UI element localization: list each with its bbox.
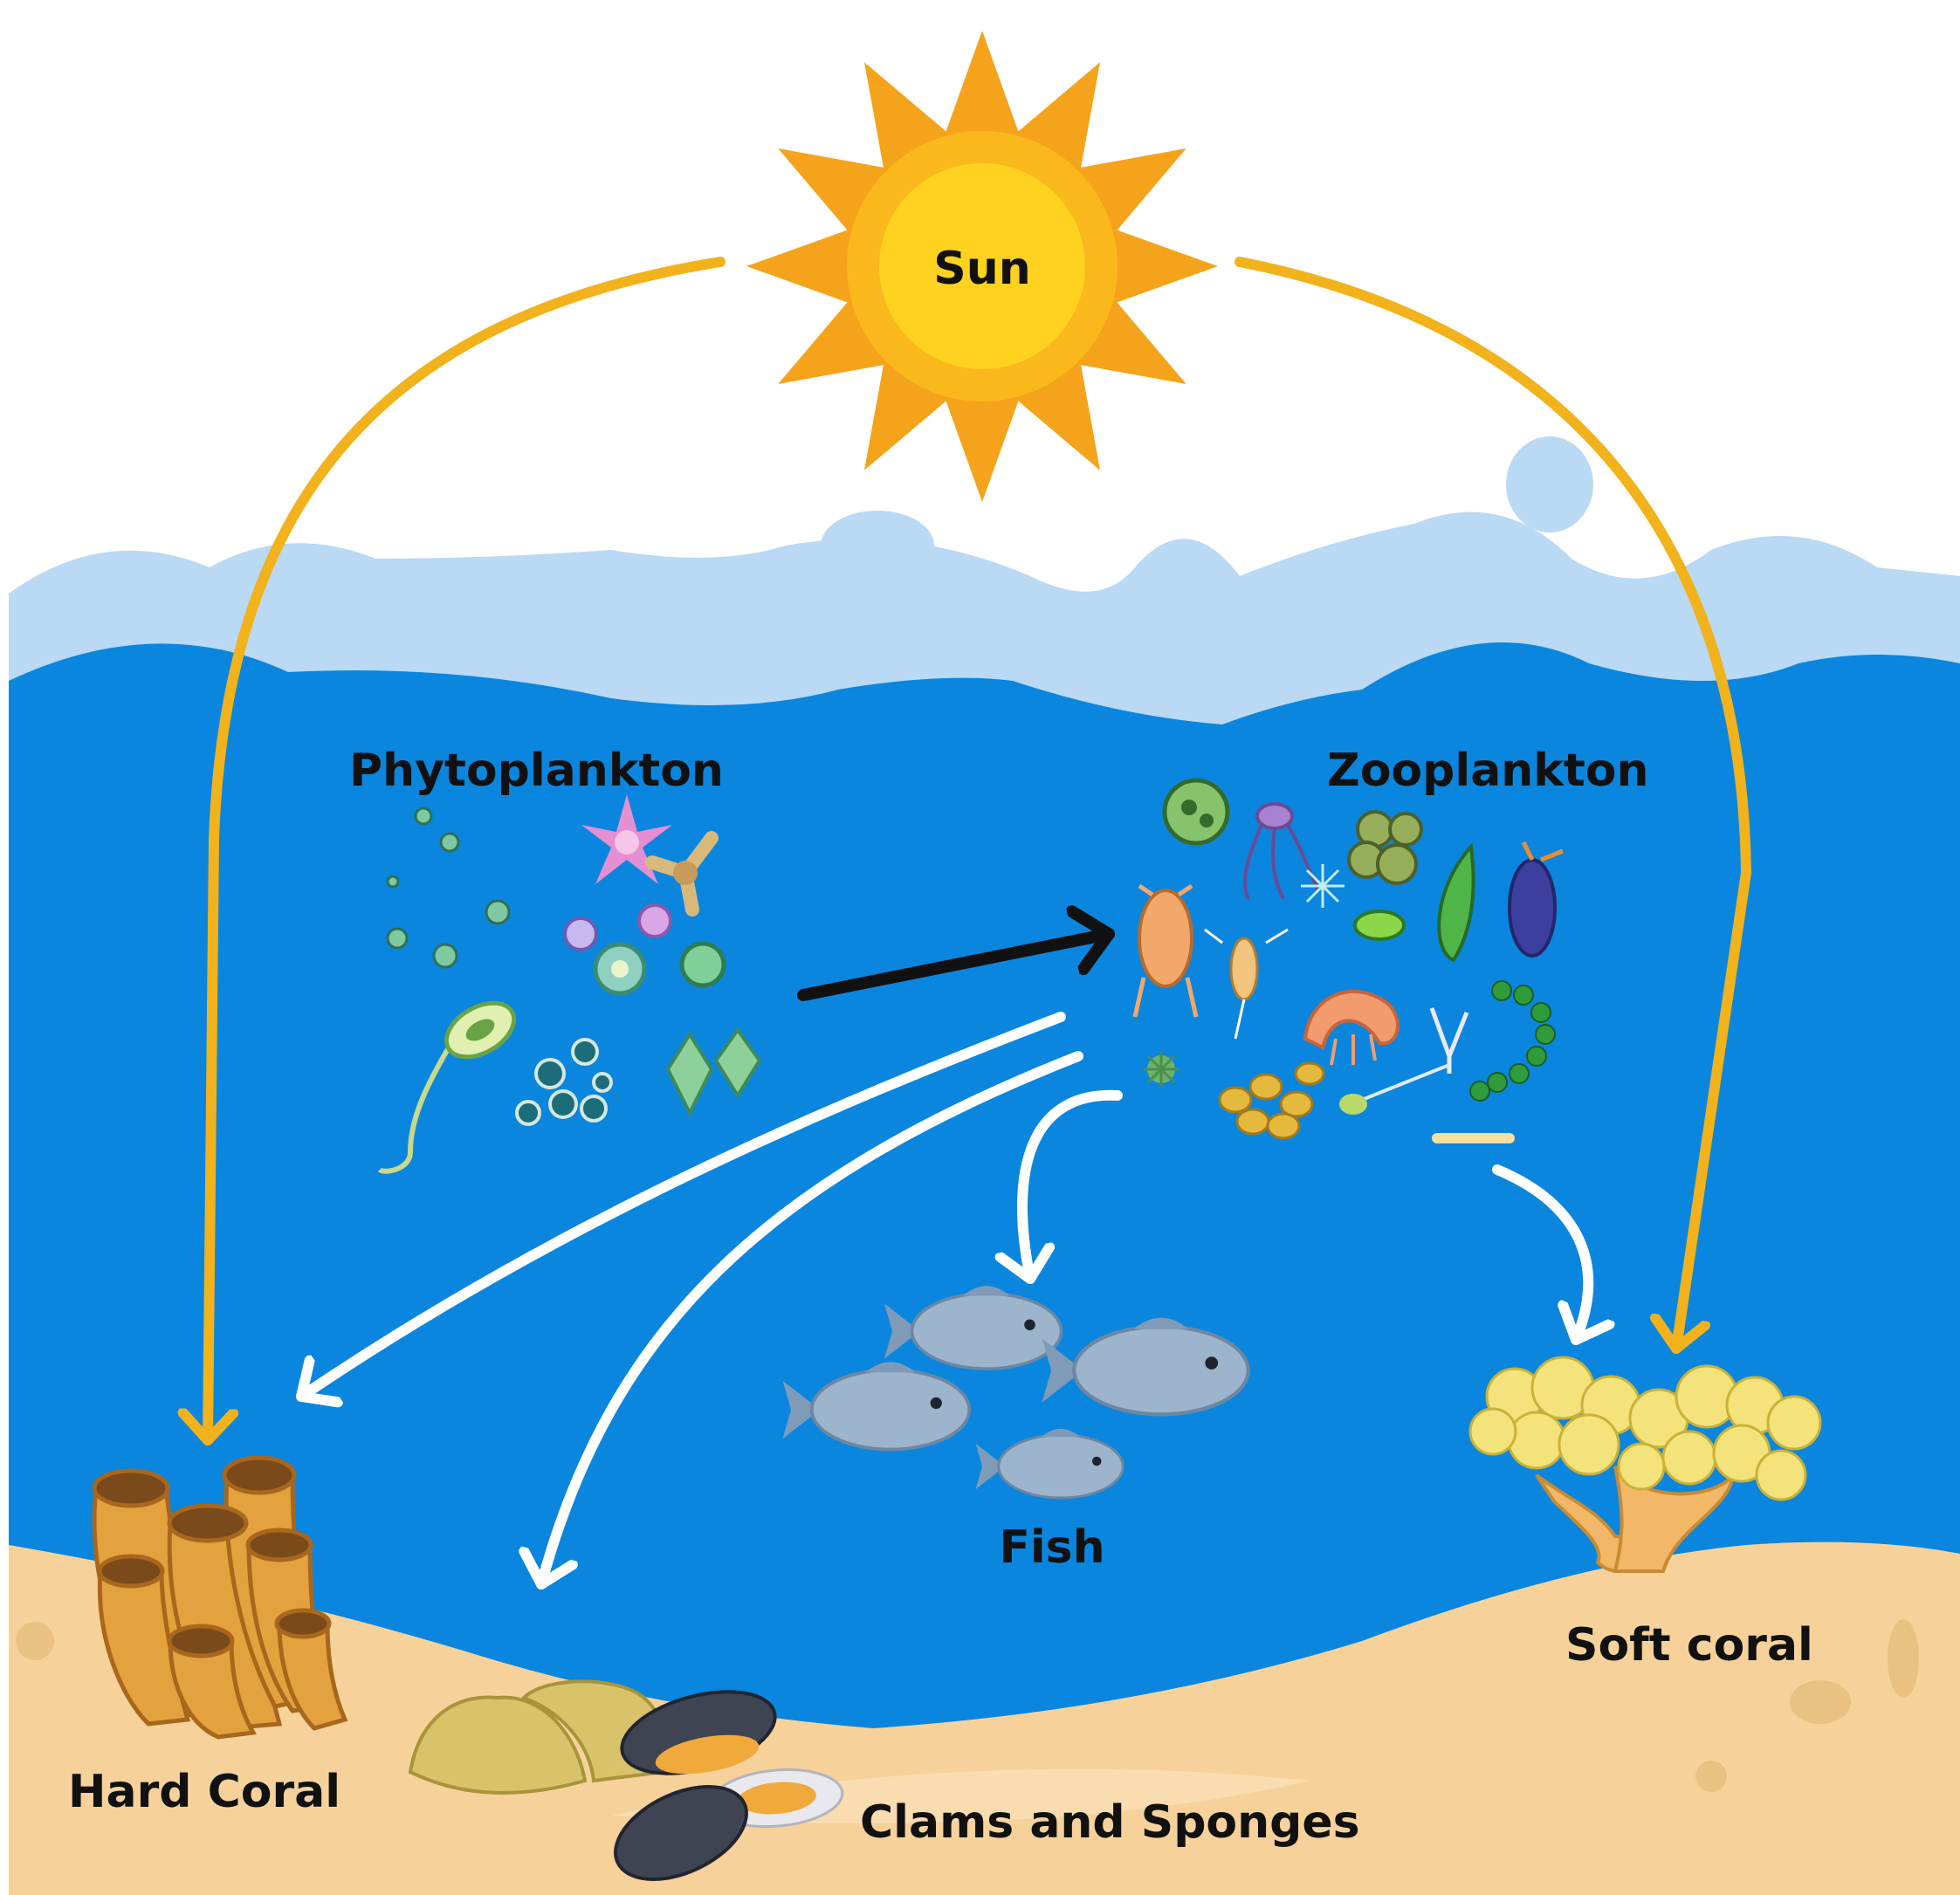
green-alga-ball-icon: [1162, 778, 1230, 846]
fish-icon: [1042, 1317, 1250, 1417]
pink-star-plankton-icon: [581, 794, 672, 884]
urchin-larva-icon: [1144, 1052, 1179, 1087]
disc-diatom-cluster-icon: [515, 1038, 613, 1126]
chain-alga-icon: [1469, 980, 1556, 1102]
fish-label: Fish: [999, 1521, 1104, 1574]
fish-icon: [884, 1286, 1063, 1371]
sand-pebble: [1695, 1761, 1727, 1792]
small-diatom-icon: [386, 807, 511, 969]
shrimp-icon: [1303, 989, 1400, 1066]
arrow-zooplankton-to-fish: [1022, 1089, 1123, 1284]
pennate-diatom-icon: [665, 1026, 762, 1117]
flagellate-plankton-icon: [377, 1000, 517, 1174]
green-ciliate-icon: [1353, 910, 1406, 941]
fish-school: [782, 1286, 1250, 1500]
sand-pebble: [1790, 1680, 1851, 1724]
soft-coral-label: Soft coral: [1565, 1619, 1813, 1672]
colony-plankton-icon: [1347, 810, 1423, 885]
yellow-egg-cluster-icon: [1218, 1061, 1325, 1140]
clam-icon: [614, 1690, 844, 1881]
phytoplankton-cluster: [377, 794, 762, 1174]
siphonophore-icon: [1508, 841, 1564, 958]
copepod-icon: [1132, 883, 1199, 1018]
sponge-icon: [408, 1679, 669, 1795]
clams-sponges-label: Clams and Sponges: [860, 1796, 1360, 1849]
rod-plankton-icon: [1432, 1133, 1515, 1143]
jelly-plankton-icon: [1242, 802, 1320, 900]
arrow-sun-to-soft-coral: [1234, 257, 1752, 1354]
radial-diatom-icon: [563, 903, 726, 996]
arrow-sun-to-hard-coral: [208, 257, 726, 1445]
fish-icon: [975, 1428, 1124, 1500]
seabed-sand: [9, 1541, 1960, 1895]
surface-bubble: [821, 511, 934, 580]
zooplankton-cluster: [1132, 778, 1564, 1143]
radiolarian-icon: [1301, 864, 1344, 908]
tripod-plankton-icon: [645, 831, 719, 917]
sand-pebble: [1888, 1619, 1919, 1698]
larva-icon: [1204, 928, 1289, 1040]
surface-bubble: [1506, 436, 1593, 532]
hard-coral-label: Hard Coral: [68, 1766, 340, 1818]
arrow-zooplankton-to-clams-sponges: [541, 1051, 1083, 1589]
arrow-zooplankton-to-hard-coral: [296, 1012, 1066, 1397]
arrow-phytoplankton-to-zooplankton: [797, 934, 1115, 1001]
sun: Sun: [746, 31, 1218, 502]
phytoplankton-label: Phytoplankton: [349, 745, 724, 797]
sand-pebble: [16, 1622, 54, 1660]
soft-coral-icon: [1468, 1356, 1822, 1574]
sea-water: [9, 642, 1960, 1895]
arrow-zooplankton-to-soft-coral: [1492, 1164, 1588, 1345]
hard-coral-icon: [92, 1455, 348, 1740]
fish-icon: [782, 1362, 972, 1452]
crescent-alga-icon: [1437, 842, 1475, 963]
zooplankton-label: Zooplankton: [1327, 745, 1649, 797]
tailed-larva-icon: [1339, 1063, 1450, 1115]
sun-label: Sun: [933, 243, 1031, 295]
sun-core-inner: [879, 163, 1085, 369]
